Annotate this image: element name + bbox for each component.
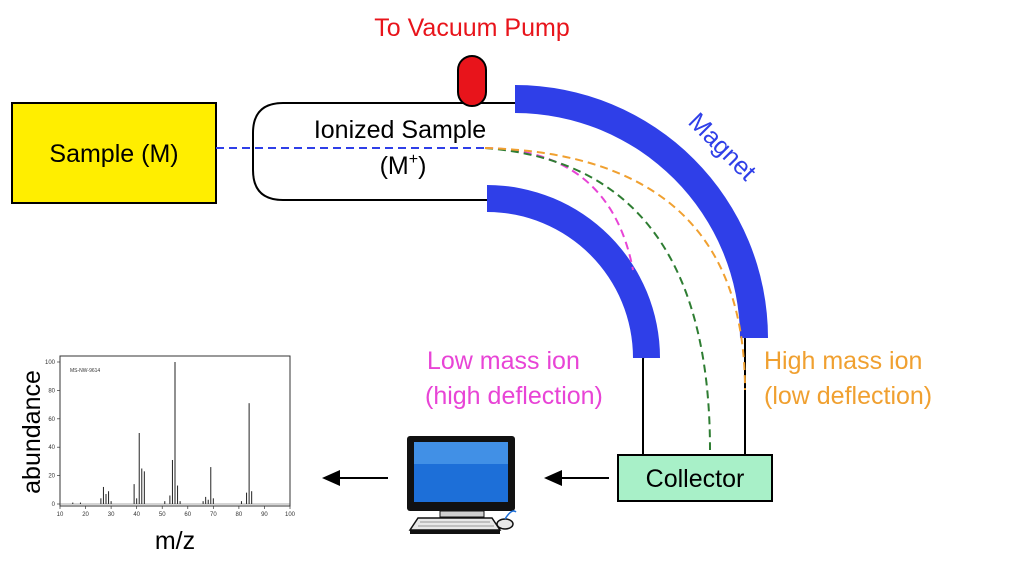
spectrum-x-tick-label: 40 xyxy=(133,512,140,518)
spectrum-y-tick-label: 60 xyxy=(48,417,55,423)
mass-spectrum-chart: MS-NW-9614 0 20 40 60 80 100 10 20 30 40 50 60 70 80… xyxy=(18,355,296,555)
high-mass-ion-label: High mass ion xyxy=(764,347,922,375)
spectrum-y-tick-label: 80 xyxy=(48,388,55,394)
spectrum-y-axis-label: abundance xyxy=(18,370,46,494)
spectrum-x-tick-label: 50 xyxy=(159,512,166,518)
spectrum-peaks xyxy=(60,362,290,505)
arrow-left-icon xyxy=(544,470,609,486)
spectrum-y-tick-label: 100 xyxy=(45,360,56,366)
ionization-chamber xyxy=(252,102,515,201)
spectrum-x-tick-label: 70 xyxy=(210,512,217,518)
spectrum-x-tick-label: 60 xyxy=(184,512,191,518)
ion-path-mid-mass xyxy=(484,147,711,451)
collector-box xyxy=(617,454,773,502)
spectrum-y-tick-label: 0 xyxy=(52,502,56,508)
magnet-outer xyxy=(515,85,768,338)
spectrum-y-tick-label: 20 xyxy=(48,474,55,480)
ionized-sample-formula: (M+) xyxy=(380,151,427,180)
collector-label: Collector xyxy=(646,465,745,493)
spectrum-x-axis-label: m/z xyxy=(155,527,195,555)
low-mass-ion-label: Low mass ion xyxy=(427,347,580,375)
spectrum-x-axis: 10 20 30 40 50 60 70 80 90 100 xyxy=(57,506,296,518)
spectrum-x-tick-label: 90 xyxy=(261,512,268,518)
spectrum-y-axis: 0 20 40 60 80 100 xyxy=(45,360,60,508)
spectrum-x-tick-label: 10 xyxy=(57,512,64,518)
vacuum-pump-label: To Vacuum Pump xyxy=(374,14,569,42)
magnet-inner xyxy=(487,185,660,358)
spectrum-x-tick-label: 30 xyxy=(108,512,115,518)
spectrum-caption: MS-NW-9614 xyxy=(70,368,100,374)
low-mass-ion-sublabel: (high deflection) xyxy=(425,382,603,410)
spectrum-x-tick-label: 80 xyxy=(236,512,243,518)
spectrum-y-tick-label: 40 xyxy=(48,445,55,451)
ion-path-high-mass xyxy=(484,147,746,391)
arrow-left-icon xyxy=(322,470,388,486)
ionized-sample-label: Ionized Sample xyxy=(314,116,486,144)
computer-monitor-icon xyxy=(407,436,517,534)
sample-label: Sample (M) xyxy=(49,140,178,168)
vacuum-pump-port xyxy=(457,55,487,107)
sample-box xyxy=(11,102,217,204)
spectrum-x-tick-label: 20 xyxy=(82,512,89,518)
spectrum-x-tick-label: 100 xyxy=(285,512,296,518)
high-mass-ion-sublabel: (low deflection) xyxy=(764,382,932,410)
